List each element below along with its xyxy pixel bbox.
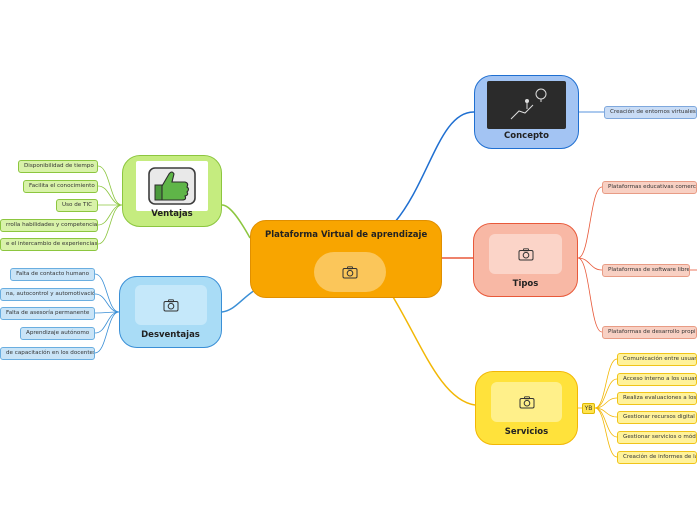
connector-ventajas	[221, 204, 251, 239]
camera-icon	[519, 395, 534, 408]
tipos-title: Tipos	[512, 279, 539, 289]
branch-concepto[interactable]: Concepto	[474, 75, 579, 149]
servicios-leaf-3[interactable]: Gestionar recursos digital	[617, 411, 697, 424]
thumbs-up-icon	[148, 167, 196, 205]
central-topic[interactable]: Plataforma Virtual de aprendizaje	[250, 220, 442, 298]
servicios-leaf-4[interactable]: Gestionar servicios o módi	[617, 431, 697, 444]
servicios-leaf-0[interactable]: Comunicación entre usuari	[617, 353, 697, 366]
servicios-tag[interactable]: YB	[582, 403, 595, 414]
desventajas-image-placeholder	[135, 285, 207, 325]
branch-desventajas[interactable]: Desventajas	[119, 276, 222, 348]
desventajas-title: Desventajas	[141, 330, 200, 340]
servicios-leaf-5[interactable]: Creación de informes de la	[617, 451, 697, 464]
camera-icon	[163, 298, 179, 311]
ventajas-leaf-3[interactable]: rrolla habilidades y competencias	[0, 219, 98, 232]
connector-servicios	[389, 291, 476, 406]
tipos-leaf-0[interactable]: Plataformas educativas comerci	[602, 181, 697, 194]
connector-concepto	[394, 111, 476, 223]
branch-tipos[interactable]: Tipos	[473, 223, 578, 297]
central-image-placeholder	[314, 252, 386, 292]
lightbulb-icon	[510, 88, 546, 120]
servicios-image-placeholder	[491, 382, 562, 422]
camera-icon	[518, 247, 533, 260]
concepto-leaf-0[interactable]: Creación de entornos virtuales	[604, 106, 697, 119]
camera-icon	[342, 265, 358, 278]
ventajas-image	[136, 161, 208, 211]
ventajas-leaf-1[interactable]: Facilita el conocimiento	[23, 180, 98, 193]
ventajas-leaf-4[interactable]: e el intercambio de experiencias	[0, 238, 98, 251]
servicios-leaf-1[interactable]: Acceso interno a los usuari	[617, 373, 697, 386]
desventajas-leaf-3[interactable]: Aprendizaje autónomo	[20, 327, 95, 340]
concepto-image	[487, 81, 566, 129]
ventajas-title: Ventajas	[151, 209, 193, 219]
concepto-title: Concepto	[504, 131, 549, 141]
central-topic-title: Plataforma Virtual de aprendizaje	[265, 230, 428, 240]
ventajas-leaf-2[interactable]: Uso de TIC	[56, 199, 98, 212]
tipos-image-placeholder	[489, 234, 562, 274]
ventajas-leaf-0[interactable]: Disponibilidad de tiempo	[18, 160, 98, 173]
desventajas-leaf-4[interactable]: de capacitación en los docentes	[0, 347, 95, 360]
tipos-leaf-2[interactable]: Plataformas de desarrollo propi	[602, 326, 697, 339]
servicios-leaf-2[interactable]: Realiza evaluaciones a los	[617, 392, 697, 405]
tipos-leaf-1[interactable]: Plataformas de software libre	[602, 264, 690, 277]
branch-servicios[interactable]: Servicios	[475, 371, 578, 445]
desventajas-leaf-1[interactable]: na, autocontrol y automotivación	[0, 288, 95, 301]
desventajas-leaf-2[interactable]: Falta de asesoría permanente	[0, 307, 95, 320]
desventajas-leaf-0[interactable]: Falta de contacto humano	[10, 268, 95, 281]
connector-desventajas	[221, 289, 256, 313]
servicios-title: Servicios	[504, 427, 549, 437]
branch-ventajas[interactable]: Ventajas	[122, 155, 222, 227]
